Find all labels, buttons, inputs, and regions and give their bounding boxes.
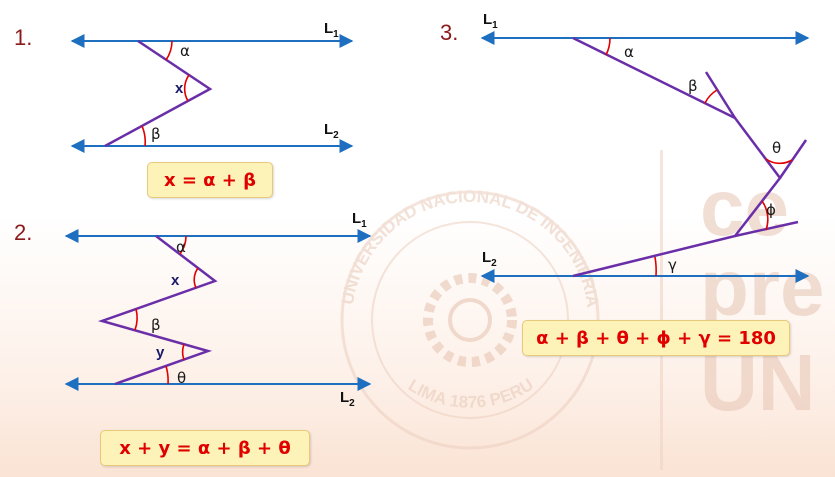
angle-label-theta: θ [177,369,186,387]
figure-1-number: 1. [14,25,32,50]
angle-arc-gamma [654,256,657,277]
angle-arc-x [193,267,199,289]
angle-label-beta: β [688,77,698,95]
zigzag-transversal [104,39,213,148]
angle-label-theta: θ [772,139,781,157]
angle-arc-alpha [165,40,173,61]
brand-watermark: ce pre UN [660,150,825,470]
figure-3-number: 3. [440,20,458,45]
line-label-l2: L2 [482,249,497,269]
extension-beta [704,71,737,119]
figure-1: 1. α x β L1 L2 [14,20,354,153]
angle-label-alpha: α [180,42,190,60]
formula-box-1: x = α + β [147,162,273,198]
figure-3: 3. α β θ ϕ γ L1 L2 [440,11,810,283]
line-label-l2: L2 [340,389,355,409]
formula-box-2: x + y = α + β + θ [100,430,310,466]
angle-arc-beta [704,89,718,104]
university-seal-watermark: UNIVERSIDAD NACIONAL DE INGENIERIA LIMA … [338,187,602,450]
extension-theta [778,139,808,179]
angle-arc-phi [761,200,769,231]
angle-arc-theta [765,158,793,165]
angle-label-phi: ϕ [766,201,776,219]
zigzag-transversal [97,235,218,386]
figure-2-number: 2. [14,220,32,245]
line-label-l1: L1 [483,11,498,31]
angle-label-x: x [171,272,180,289]
formula-box-3: α + β + θ + ϕ + γ = 180 [522,320,790,356]
angle-label-x: x [175,80,184,97]
brand-line-1: ce [700,163,789,252]
brand-line-2: pre [700,243,825,332]
angle-arc-theta [165,365,169,385]
angle-label-gamma: γ [668,256,677,274]
angle-arc-y [181,343,185,361]
angle-arc-alpha [179,235,187,255]
angle-label-beta: β [151,316,161,334]
line-label-l1: L1 [324,20,339,40]
angle-arc-alpha [605,37,611,56]
figure-2: 2. α x β y θ L1 L2 [14,210,372,409]
angle-arc-x [183,74,190,102]
line-label-l1: L1 [352,210,367,230]
angle-label-alpha: α [624,43,634,61]
angle-label-beta: β [151,125,161,143]
angle-arc-beta [134,308,138,331]
angle-label-y: y [156,344,165,361]
line-label-l2: L2 [324,121,339,141]
angle-arc-beta [141,125,147,147]
angle-label-alpha: α [176,238,186,256]
